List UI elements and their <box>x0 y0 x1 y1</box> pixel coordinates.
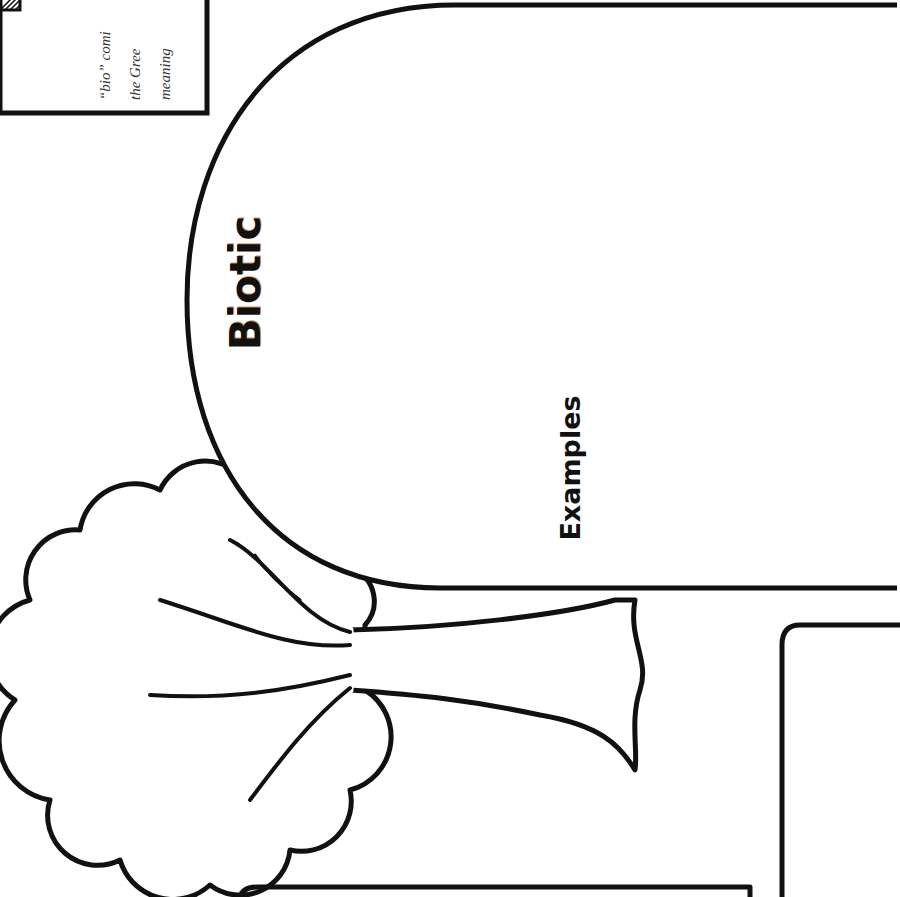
handwritten-note: “bio” comi the Gree meaning <box>90 20 180 100</box>
panel-title: Biotic <box>221 216 270 351</box>
section-label: Examples <box>555 395 586 540</box>
note-box: “bio” comi the Gree meaning <box>0 0 210 115</box>
panel-outline <box>185 3 900 592</box>
category-panel: BioticExamples <box>185 3 900 592</box>
